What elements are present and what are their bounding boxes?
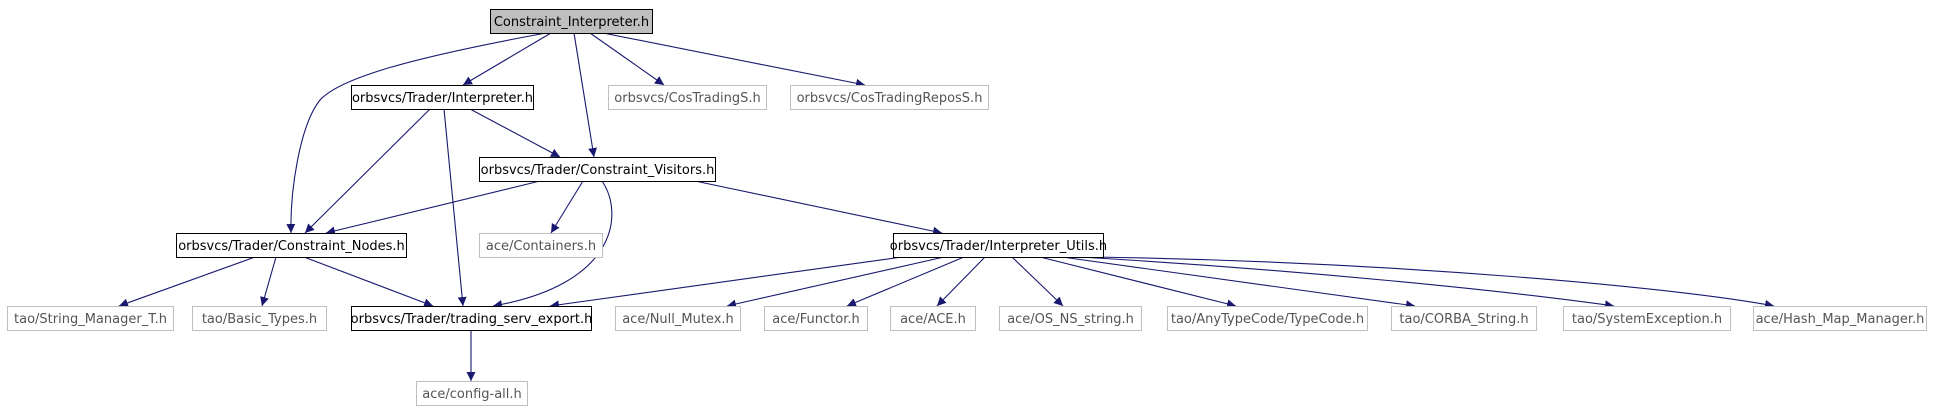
node-export[interactable]: orbsvcs/Trader/trading_serv_export.h xyxy=(351,306,593,331)
node-box xyxy=(351,85,534,110)
edge-root-to-nodes xyxy=(286,32,547,234)
edge-utils-to-functor xyxy=(846,256,965,307)
edge-root-to-visitors xyxy=(573,32,598,158)
node-box xyxy=(1753,306,1927,331)
node-label: tao/String_Manager_T.h xyxy=(14,312,167,327)
edge-utils-to-sysexc xyxy=(1079,256,1615,310)
edge-root-to-costradingrepos xyxy=(602,32,866,88)
node-box xyxy=(1167,306,1368,331)
node-box xyxy=(479,157,716,182)
node-label: tao/SystemException.h xyxy=(1572,312,1722,327)
node-label: ace/Hash_Map_Manager.h xyxy=(1756,312,1925,327)
node-label: orbsvcs/Trader/Interpreter_Utils.h xyxy=(890,239,1107,254)
edge-interp-to-visitors xyxy=(469,108,561,158)
node-label: orbsvcs/Trader/trading_serv_export.h xyxy=(351,312,593,327)
node-hashmap: ace/Hash_Map_Manager.h xyxy=(1753,306,1927,331)
node-box xyxy=(479,233,603,258)
node-box xyxy=(490,9,653,34)
node-label: ace/Null_Mutex.h xyxy=(622,312,734,327)
node-box xyxy=(764,306,868,331)
node-label: ace/config-all.h xyxy=(422,387,522,402)
node-visitors[interactable]: orbsvcs/Trader/Constraint_Visitors.h xyxy=(479,157,716,182)
node-corbastr: tao/CORBA_String.h xyxy=(1391,306,1537,331)
node-strmgr: tao/String_Manager_T.h xyxy=(7,306,174,331)
node-label: orbsvcs/CosTradingS.h xyxy=(614,91,760,106)
edge-utils-to-ace xyxy=(936,256,986,307)
node-box xyxy=(890,306,976,331)
node-functor: ace/Functor.h xyxy=(764,306,868,331)
node-box xyxy=(7,306,174,331)
node-box xyxy=(615,306,741,331)
edge-utils-to-typecode xyxy=(1039,256,1237,309)
node-box xyxy=(351,306,592,331)
nodes-layer: Constraint_Interpreter.h orbsvcs/Trader/I… xyxy=(7,9,1927,406)
node-costradingrepos: orbsvcs/CosTradingReposS.h xyxy=(790,85,989,110)
edge-utils-to-osns xyxy=(1011,256,1064,307)
edge-root-to-interp xyxy=(462,32,552,86)
edges-layer xyxy=(118,32,1775,381)
node-label: Constraint_Interpreter.h xyxy=(494,15,649,30)
node-basictypes: tao/Basic_Types.h xyxy=(192,306,327,331)
node-label: orbsvcs/Trader/Constraint_Visitors.h xyxy=(481,163,715,178)
node-box xyxy=(1391,306,1537,331)
node-utils[interactable]: orbsvcs/Trader/Interpreter_Utils.h xyxy=(890,233,1107,258)
node-box xyxy=(192,306,327,331)
edge-nodes-to-basictypes xyxy=(260,256,277,307)
node-label: ace/ACE.h xyxy=(900,312,966,327)
edge-utils-to-nullmutex xyxy=(726,256,945,309)
edge-visitors-to-utils xyxy=(694,180,943,236)
node-box xyxy=(608,85,767,110)
node-typecode: tao/AnyTypeCode/TypeCode.h xyxy=(1167,306,1368,331)
edge-utils-to-corbastr xyxy=(1061,256,1416,310)
edge-interp-to-nodes xyxy=(304,108,431,234)
node-nullmutex: ace/Null_Mutex.h xyxy=(615,306,741,331)
node-label: orbsvcs/CosTradingReposS.h xyxy=(797,91,983,106)
node-containers: ace/Containers.h xyxy=(479,233,603,258)
edge-interp-to-export xyxy=(443,108,467,307)
node-label: orbsvcs/Trader/Interpreter.h xyxy=(352,91,533,106)
node-costrading: orbsvcs/CosTradingS.h xyxy=(608,85,767,110)
node-box xyxy=(1563,306,1731,331)
node-label: tao/Basic_Types.h xyxy=(202,312,317,327)
node-box xyxy=(790,85,989,110)
node-box xyxy=(893,233,1104,258)
edge-nodes-to-strmgr xyxy=(118,256,256,308)
node-osns: ace/OS_NS_string.h xyxy=(999,306,1142,331)
node-root: Constraint_Interpreter.h xyxy=(490,9,653,34)
edge-visitors-to-nodes xyxy=(325,180,541,236)
edge-utils-to-export xyxy=(549,256,903,310)
node-sysexc: tao/SystemException.h xyxy=(1563,306,1731,331)
node-ace: ace/ACE.h xyxy=(890,306,976,331)
node-box xyxy=(176,233,407,258)
node-label: orbsvcs/Trader/Constraint_Nodes.h xyxy=(178,239,405,254)
node-label: ace/OS_NS_string.h xyxy=(1007,312,1134,327)
node-box xyxy=(416,381,528,406)
node-label: tao/AnyTypeCode/TypeCode.h xyxy=(1171,312,1364,327)
node-configall: ace/config-all.h xyxy=(416,381,528,406)
node-label: ace/Containers.h xyxy=(486,239,596,254)
edge-visitors-to-containers xyxy=(550,180,584,234)
edge-utils-to-hashmap xyxy=(1094,256,1775,309)
node-label: tao/CORBA_String.h xyxy=(1399,312,1528,327)
edge-nodes-to-export xyxy=(303,256,434,308)
node-nodes[interactable]: orbsvcs/Trader/Constraint_Nodes.h xyxy=(176,233,407,258)
node-box xyxy=(999,306,1142,331)
node-interp[interactable]: orbsvcs/Trader/Interpreter.h xyxy=(351,85,534,110)
node-label: ace/Functor.h xyxy=(772,312,859,327)
edge-root-to-costrading xyxy=(589,32,665,86)
